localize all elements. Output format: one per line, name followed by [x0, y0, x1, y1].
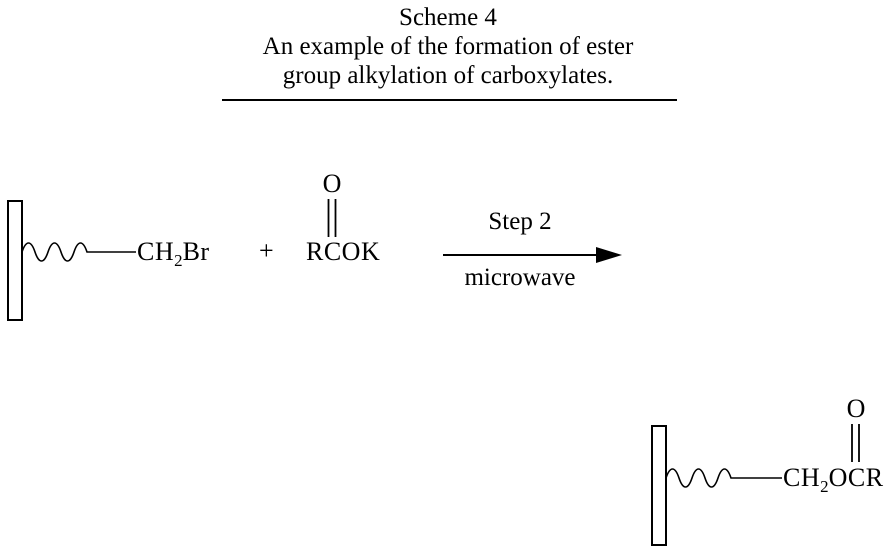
- plus-sign: +: [259, 236, 274, 265]
- carboxylate-formula: RCOK: [306, 237, 381, 266]
- scheme-subtitle-line2: group alkylation of carboxylates.: [282, 62, 614, 89]
- reactant-formula-suffix: Br: [182, 237, 210, 266]
- resin-bead-rect-product: [651, 425, 667, 546]
- resin-bead-rect-reactant: [7, 200, 23, 321]
- scheme-subtitle-line1: An example of the formation of ester: [262, 33, 634, 60]
- scheme-title: Scheme 4: [399, 4, 497, 31]
- resin-linker-wavy-bond-product: [665, 468, 782, 488]
- arrow-label-conditions: microwave: [464, 264, 576, 291]
- product-formula-subscript: 2: [820, 477, 829, 497]
- reactant-formula-prefix: CH: [137, 237, 175, 266]
- title-underline: [222, 99, 677, 101]
- reaction-arrow-head: [596, 247, 622, 263]
- reactant-formula-subscript: 2: [174, 251, 183, 271]
- carbonyl-oxygen-label-product: O: [846, 394, 866, 423]
- reactant-formula: CH2Br: [137, 237, 210, 270]
- carbonyl-oxygen-label-reactant: O: [322, 169, 342, 198]
- resin-linker-wavy-bond-reactant: [21, 242, 136, 262]
- arrow-label-step: Step 2: [488, 208, 552, 235]
- product-formula-prefix: CH: [783, 463, 821, 492]
- product-formula-suffix: OCR: [828, 463, 884, 492]
- product-formula: CH2OCR: [783, 463, 884, 496]
